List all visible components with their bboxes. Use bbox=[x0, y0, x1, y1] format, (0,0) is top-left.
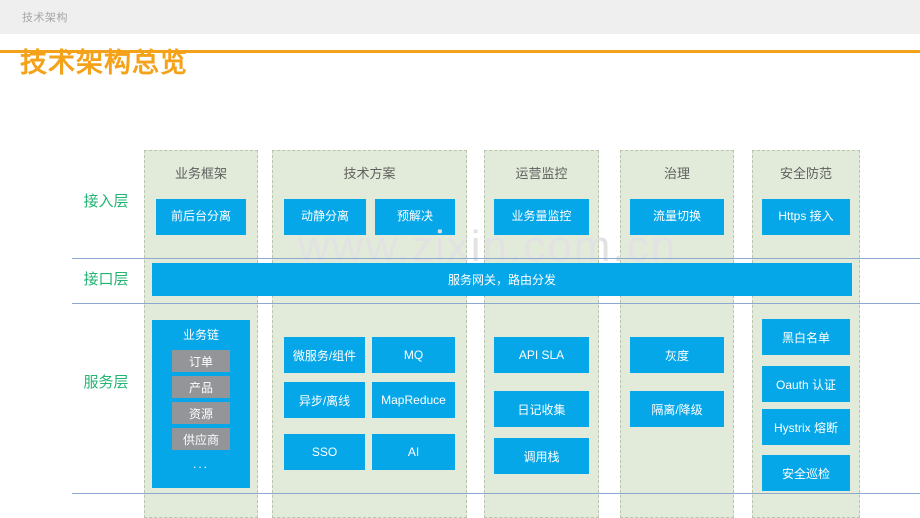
chip-log-collection[interactable]: 日记收集 bbox=[494, 391, 589, 427]
chip-pre-resolution[interactable]: 预解决 bbox=[375, 199, 455, 235]
column-header-label: 业务框架 bbox=[174, 166, 227, 181]
chip-security-inspection[interactable]: 安全巡检 bbox=[762, 455, 850, 491]
row-label-interface-layer: 接口层 bbox=[83, 271, 129, 288]
chip-sso[interactable]: SSO bbox=[284, 434, 365, 470]
row-separator-access-api bbox=[72, 258, 920, 259]
chip-async-offline[interactable]: 异步/离线 bbox=[284, 382, 365, 418]
column-header-label: 技术方案 bbox=[343, 166, 396, 181]
page-title: 技术架构总览 bbox=[20, 48, 188, 78]
chip-gray-release[interactable]: 灰度 bbox=[630, 337, 724, 373]
chip-business-volume-monitor[interactable]: 业务量监控 bbox=[494, 199, 589, 235]
chip-static-dynamic-separation[interactable]: 动静分离 bbox=[284, 199, 366, 235]
chip-oauth-auth[interactable]: Oauth 认证 bbox=[762, 366, 850, 402]
row-separator-api-service bbox=[72, 303, 920, 304]
business-chain-item-more[interactable]: ... bbox=[192, 457, 209, 471]
service-gateway-bar[interactable]: 服务网关，路由分发 bbox=[152, 263, 852, 296]
business-chain-item-order[interactable]: 订单 bbox=[172, 350, 230, 372]
column-header-label: 治理 bbox=[663, 166, 690, 181]
column-header-label: 运营监控 bbox=[515, 166, 568, 181]
chip-hystrix-circuit-breaker[interactable]: Hystrix 熔断 bbox=[762, 409, 850, 445]
chip-mq[interactable]: MQ bbox=[372, 337, 455, 373]
row-label-service-layer: 服务层 bbox=[83, 374, 129, 391]
breadcrumb: 技术架构 bbox=[22, 12, 68, 24]
chip-https-access[interactable]: Https 接入 bbox=[762, 199, 850, 235]
chip-mapreduce[interactable]: MapReduce bbox=[372, 382, 455, 418]
chip-front-back-separation[interactable]: 前后台分离 bbox=[156, 199, 246, 235]
chip-api-sla[interactable]: API SLA bbox=[494, 337, 589, 373]
column-header-label: 安全防范 bbox=[779, 166, 832, 181]
business-chain-item-supplier[interactable]: 供应商 bbox=[172, 428, 230, 450]
chip-ai[interactable]: AI bbox=[372, 434, 455, 470]
business-chain-title: 业务链 bbox=[182, 328, 219, 342]
business-chain-stack[interactable]: 业务链 订单 产品 资源 供应商 ... bbox=[152, 320, 250, 488]
title-divider-rule bbox=[0, 50, 920, 53]
top-bar: 技术架构 bbox=[0, 0, 920, 34]
chip-isolation-degradation[interactable]: 隔离/降级 bbox=[630, 391, 724, 427]
chip-black-white-list[interactable]: 黑白名单 bbox=[762, 319, 850, 355]
row-label-access-layer: 接入层 bbox=[83, 193, 129, 210]
chip-microservice-component[interactable]: 微服务/组件 bbox=[284, 337, 365, 373]
chip-traffic-switch[interactable]: 流量切换 bbox=[630, 199, 724, 235]
chip-call-stack[interactable]: 调用栈 bbox=[494, 438, 589, 474]
business-chain-item-product[interactable]: 产品 bbox=[172, 376, 230, 398]
business-chain-item-resource[interactable]: 资源 bbox=[172, 402, 230, 424]
row-separator-service-bottom bbox=[72, 493, 920, 494]
